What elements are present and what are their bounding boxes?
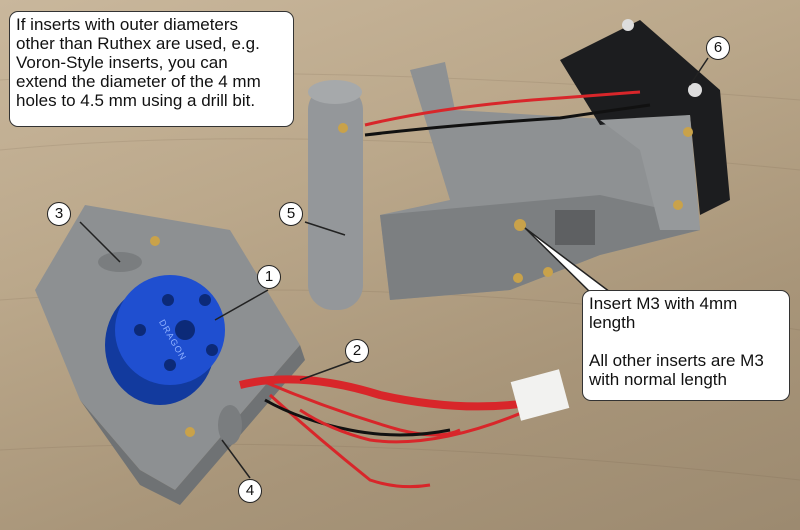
note-line: Insert M3 with 4mm bbox=[589, 294, 738, 313]
note-line: If inserts with outer diameters bbox=[16, 15, 239, 34]
leader-lines bbox=[79, 57, 709, 479]
note-spacer bbox=[589, 332, 783, 351]
note-line: holes to 4.5 mm using a drill bit. bbox=[16, 91, 256, 110]
note-line: extend the diameter of the 4 mm bbox=[16, 72, 261, 91]
wires bbox=[239, 369, 570, 489]
note-line: other than Ruthex are used, e.g. bbox=[16, 34, 260, 53]
callout-1: 1 bbox=[257, 265, 281, 289]
callout-4: 4 bbox=[238, 479, 262, 503]
note-line: Voron-Style inserts, you can bbox=[16, 53, 228, 72]
callout-6: 6 bbox=[706, 36, 730, 60]
note-line: All other inserts are M3 bbox=[589, 351, 764, 370]
callout-5: 5 bbox=[279, 202, 303, 226]
motor-mount bbox=[35, 205, 305, 505]
insert-length-note: Insert M3 with 4mm length All other inse… bbox=[582, 290, 790, 401]
callout-2: 2 bbox=[345, 339, 369, 363]
hotend-frame bbox=[308, 19, 730, 310]
note-line: with normal length bbox=[589, 370, 727, 389]
note-line: length bbox=[589, 313, 636, 332]
callout-3: 3 bbox=[47, 202, 71, 226]
drill-hint-note: If inserts with outer diameters other th… bbox=[9, 11, 294, 127]
